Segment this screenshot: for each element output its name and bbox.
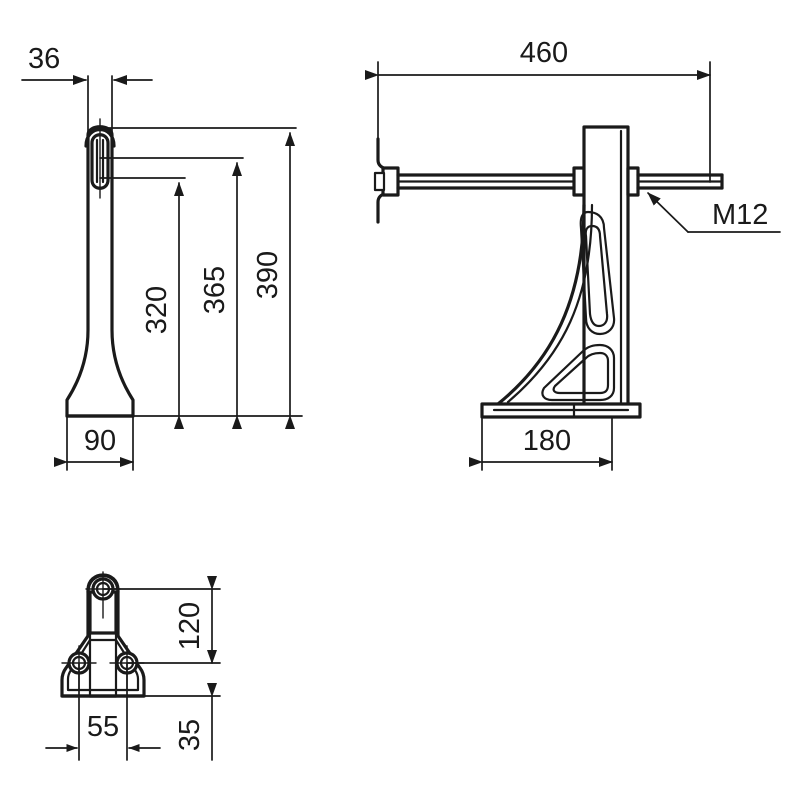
plan-view-mounting-plate: 120 35 55 — [45, 571, 221, 761]
web-cutout-upper-outer — [579, 210, 616, 336]
dim-label-390: 390 — [252, 251, 284, 299]
bracket-web-outer-curve — [496, 203, 586, 406]
front-elevation-tapered-column: 320 365 390 36 90 — [21, 43, 303, 471]
dim-label-460: 460 — [520, 37, 568, 69]
dim-label-90: 90 — [84, 425, 116, 457]
clamp-washer-left — [373, 171, 386, 192]
dim-label-36: 36 — [28, 43, 60, 75]
web-cutout-upper-inner — [584, 224, 609, 328]
side-elevation-bracket: 460 — [365, 37, 781, 471]
bracket-web-inner-curve — [506, 203, 594, 404]
dim-label-180: 180 — [523, 425, 571, 457]
web-cutout-lower-inner — [552, 351, 610, 395]
dim-label-35: 35 — [174, 719, 206, 751]
plate-base-inner-edge — [66, 638, 140, 692]
nut-bracket-right — [626, 166, 640, 197]
label-m12: M12 — [712, 199, 768, 231]
m12-leader-arrow — [647, 192, 689, 233]
dim-label-365: 365 — [199, 266, 231, 314]
dim-label-55: 55 — [87, 711, 119, 743]
dim-label-120: 120 — [174, 602, 206, 650]
web-cutout-lower-outer — [541, 343, 616, 402]
clamp-nut — [381, 166, 400, 197]
dim-label-320: 320 — [141, 286, 173, 334]
